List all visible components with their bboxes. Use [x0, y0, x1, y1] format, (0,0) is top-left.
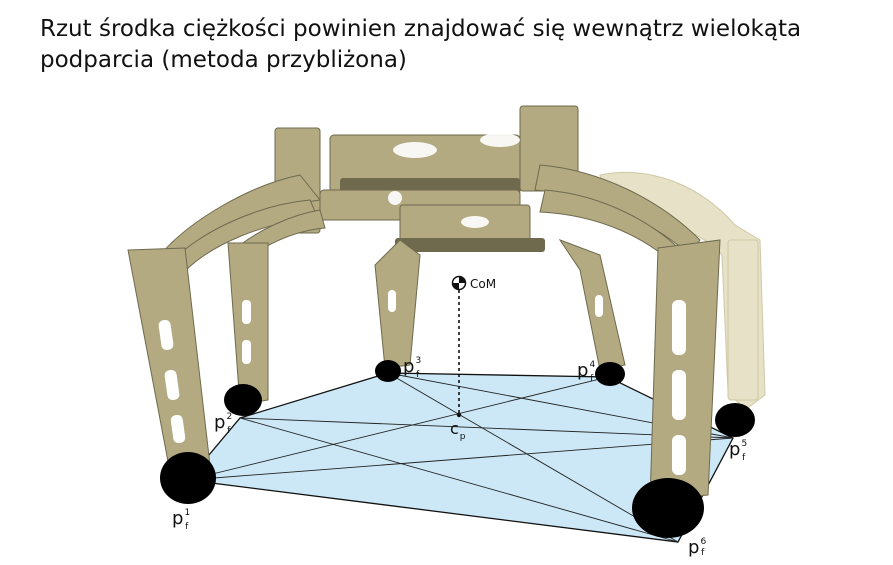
com-label: CoM — [470, 277, 496, 291]
robot-body — [275, 106, 578, 252]
robot-leg-back-left — [375, 240, 420, 368]
cp-point — [457, 413, 461, 417]
foot-5 — [715, 403, 755, 437]
com-marker — [453, 277, 466, 290]
foot-4 — [595, 362, 625, 386]
foot-label-5: p5f — [729, 439, 747, 463]
foot-label-4: p4f — [577, 360, 595, 384]
robot-leg-back-right — [560, 240, 625, 370]
robot-leg-middle-left — [228, 210, 325, 405]
foot-label-1: p1f — [172, 508, 190, 532]
foot-6 — [632, 478, 704, 538]
foot-label-6: p6f — [688, 537, 706, 558]
foot-label-2: p2f — [214, 412, 232, 436]
foot-3 — [375, 360, 401, 382]
foot-1 — [160, 452, 216, 504]
foot-label-3: p3f — [403, 356, 421, 380]
